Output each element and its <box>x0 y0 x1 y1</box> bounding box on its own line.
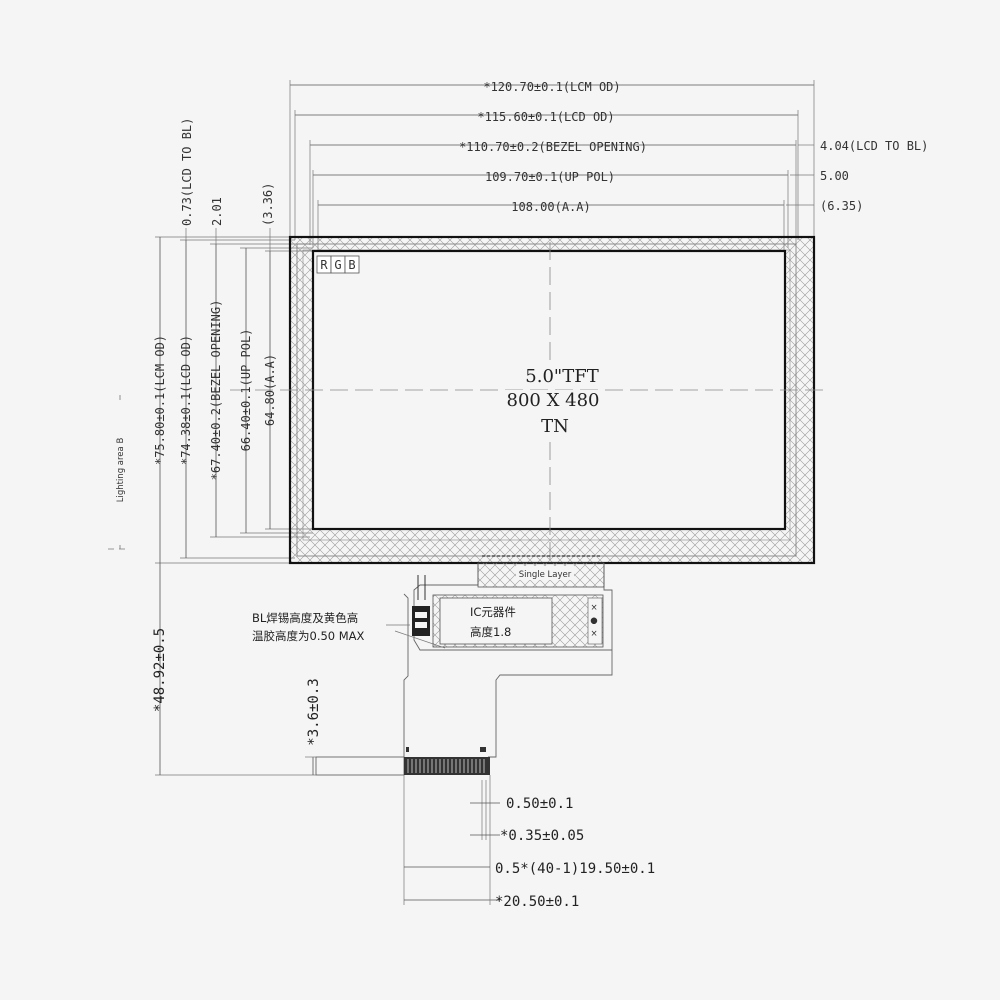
dim-two-01-left: 2.01 <box>210 197 224 226</box>
ic-component-label-1: IC元器件 <box>470 605 516 619</box>
dim-five-right: 5.00 <box>820 169 849 183</box>
display-type-label: TN <box>541 416 569 437</box>
fpc-cable: Single Layer × ● × IC元器件 高度1.8 BL焊锡高度及黄色… <box>252 555 613 905</box>
dim-fpc-width: *20.50±0.1 <box>495 894 579 910</box>
dim-lcm-od-height: *75.80±0.1(LCM OD) <box>153 335 167 465</box>
display-resolution-label: 800 X 480 <box>507 390 600 411</box>
dim-fpc-length: *48.92±0.5 <box>152 628 168 712</box>
bl-note-line-2: 温胶高度为0.50 MAX <box>252 629 365 643</box>
dim-lcd-to-bl-left: 0.73(LCD TO BL) <box>180 118 194 226</box>
dim-three-36-left: (3.36) <box>261 183 275 226</box>
lcd-module: R G B 5.0"TFT 800 X 480 TN <box>230 235 830 565</box>
display-size-label: 5.0"TFT <box>525 366 598 387</box>
dim-stiffener-thickness: *3.6±0.3 <box>306 678 322 745</box>
dim-pitch: 0.50±0.1 <box>506 796 573 812</box>
ic-marker-2: ● <box>590 616 597 626</box>
dim-pin-width: *0.35±0.05 <box>500 828 584 844</box>
rgb-pixel-indicator: R G B <box>316 255 360 274</box>
dim-up-pol-width: 109.70±0.1(UP POL) <box>485 170 615 184</box>
single-layer-label: Single Layer <box>519 570 572 580</box>
lighting-area-label: Lighting area B <box>116 438 126 503</box>
dim-lcd-od-height: *74.38±0.1(LCD OD) <box>179 335 193 465</box>
ic-marker-3: × <box>590 629 597 639</box>
bottom-dimensions: 0.50±0.1 *0.35±0.05 0.5*(40-1)19.50±0.1 … <box>404 780 655 910</box>
rgb-r: R <box>320 258 328 272</box>
rgb-g: G <box>334 258 341 272</box>
ic-marker-1: × <box>590 603 597 613</box>
dim-lcm-od-width: *120.70±0.1(LCM OD) <box>483 80 620 94</box>
bl-note-line-1: BL焊锡高度及黄色高 <box>252 611 358 625</box>
dim-bezel-opening-width: *110.70±0.2(BEZEL OPENING) <box>459 140 647 154</box>
dim-pin-span: 0.5*(40-1)19.50±0.1 <box>495 861 655 877</box>
dim-lcd-to-bl-right: 4.04(LCD TO BL) <box>820 139 928 153</box>
dim-lcd-od-width: *115.60±0.1(LCD OD) <box>477 110 614 124</box>
ic-component-label-2: 高度1.8 <box>470 625 511 639</box>
dim-active-area-width: 108.00(A.A) <box>511 200 590 214</box>
dim-bezel-opening-height: *67.40±0.2(BEZEL OPENING) <box>209 300 223 481</box>
top-dimensions: *120.70±0.1(LCM OD) *115.60±0.1(LCD OD) … <box>289 80 928 250</box>
rgb-b: B <box>348 258 355 272</box>
dim-six-35-right: (6.35) <box>820 199 863 213</box>
fpc-left-dimensions: *48.92±0.5 *3.6±0.3 <box>152 563 322 776</box>
left-dimensions: 0.73(LCD TO BL) 2.01 (3.36) *75.80±0.1(L… <box>108 118 318 564</box>
